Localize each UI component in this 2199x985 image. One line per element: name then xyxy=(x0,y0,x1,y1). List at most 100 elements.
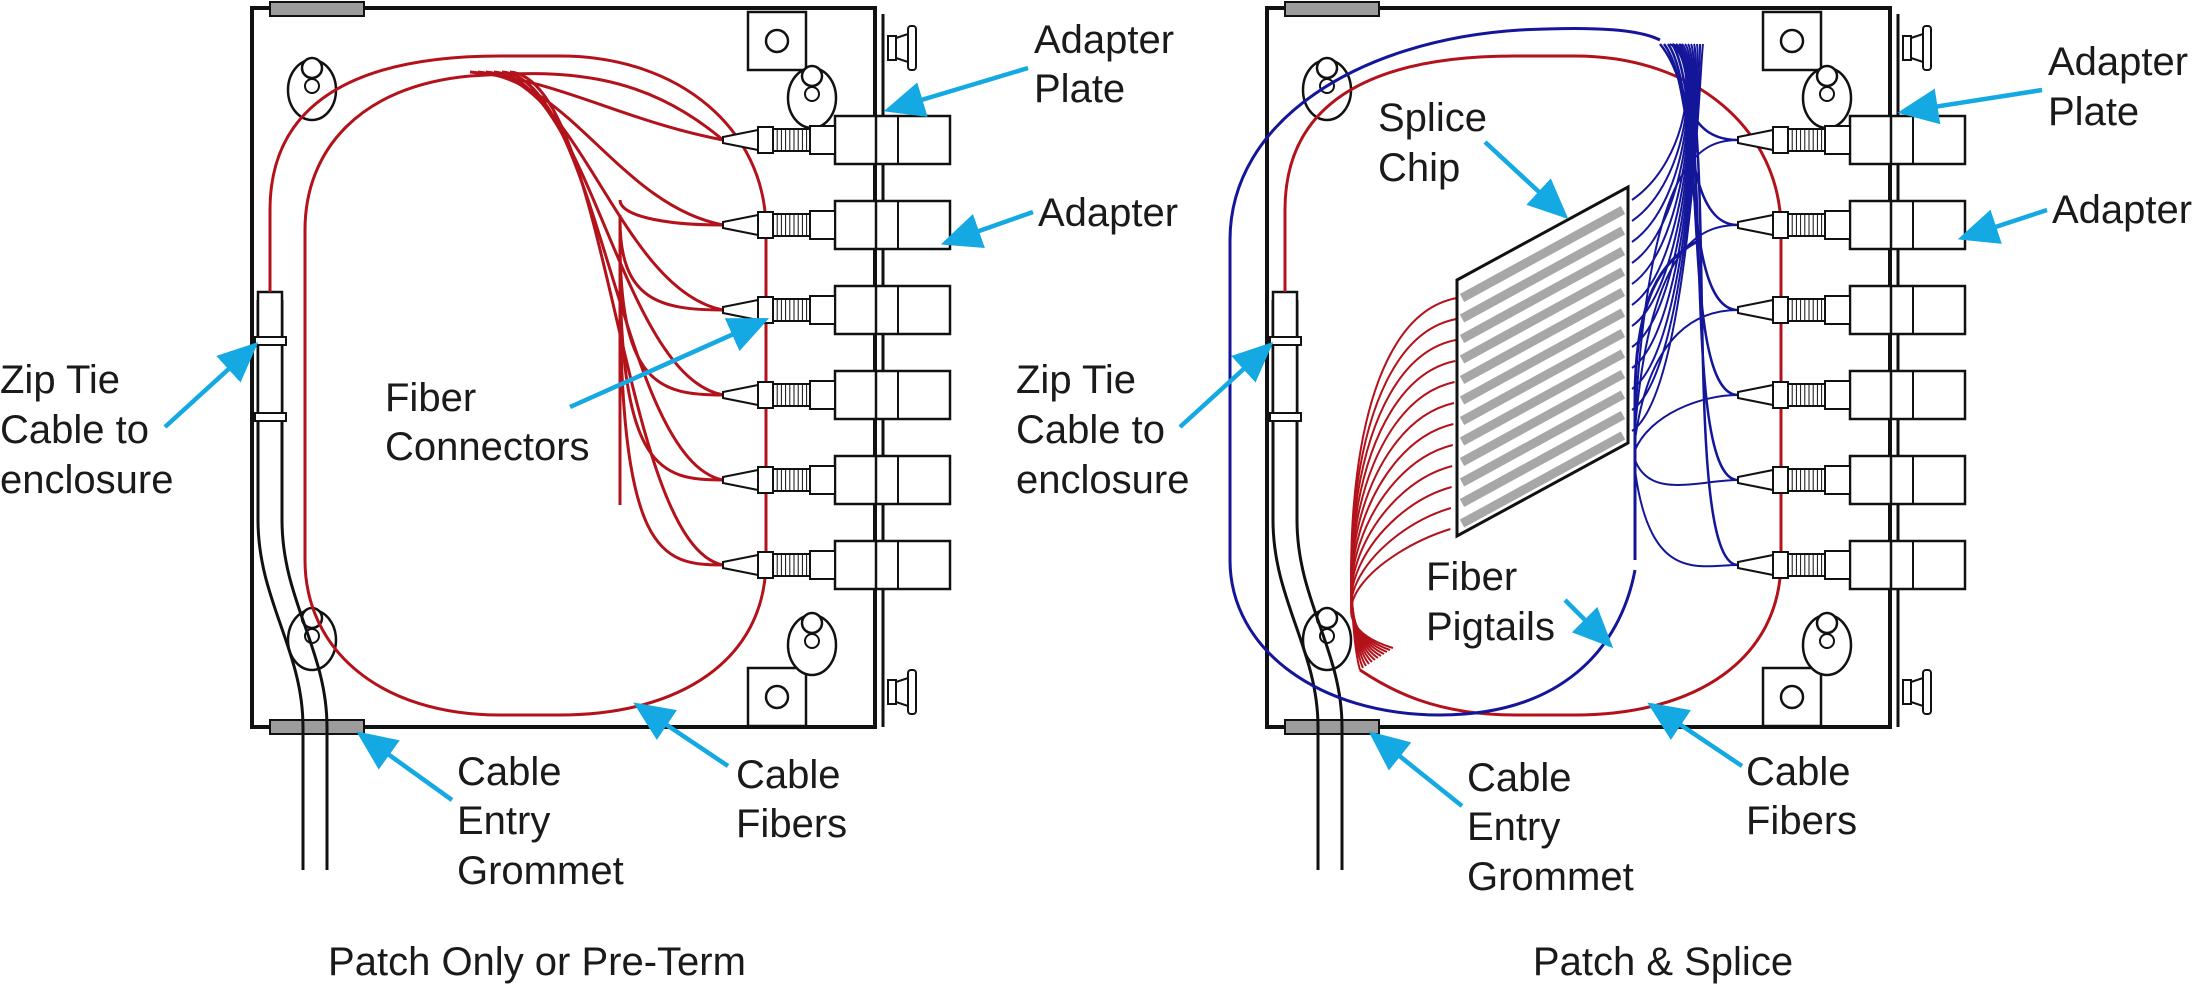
incoming-cable xyxy=(256,300,329,870)
fiber-pigtail xyxy=(1634,469,1739,568)
cable-fiber xyxy=(618,239,724,397)
connector-housing xyxy=(1824,465,1851,495)
connector-collar xyxy=(1772,381,1789,409)
fiber-pigtail xyxy=(1634,139,1739,421)
adapter xyxy=(1848,369,1967,421)
connector-body xyxy=(772,553,811,577)
connector-boot xyxy=(722,213,759,237)
zip-tie xyxy=(254,336,287,346)
connector-boot xyxy=(722,553,759,577)
splice-channel xyxy=(1459,370,1626,466)
connector-housing xyxy=(1824,125,1851,155)
keyhole-slot xyxy=(804,633,820,649)
connector-boot xyxy=(722,383,759,407)
adapter xyxy=(833,454,952,506)
connector-collar xyxy=(1772,211,1789,239)
keyhole-mount xyxy=(286,56,338,122)
connector-collar xyxy=(1772,466,1789,494)
connector-housing xyxy=(809,550,836,580)
keyhole-mount xyxy=(1801,611,1853,677)
zip-tie-block xyxy=(256,290,284,418)
mounting-hole xyxy=(1779,684,1805,710)
dust-cap-base xyxy=(1902,35,1912,61)
connector-boot xyxy=(722,298,759,322)
keyhole-slot xyxy=(1819,86,1835,102)
connector-boot xyxy=(1737,468,1774,492)
callout-arrow xyxy=(1897,87,2043,125)
zip-tie xyxy=(1269,336,1302,346)
splice-channel xyxy=(1459,288,1626,384)
adapter-row xyxy=(1737,454,1967,506)
connector-housing xyxy=(809,465,836,495)
callout-arrow xyxy=(1957,207,2048,244)
zip-tie xyxy=(254,412,287,422)
dust-cap-flange xyxy=(1922,25,1932,71)
dust-cap xyxy=(1902,25,1932,71)
callout-arrow xyxy=(356,731,454,802)
cable-fiber xyxy=(618,219,724,312)
splice-channel xyxy=(1459,390,1626,487)
dust-cap-flange xyxy=(1922,669,1932,715)
cable-jacket-edge xyxy=(256,300,305,870)
left-adapter-plate xyxy=(722,114,952,591)
dust-cap-body xyxy=(1910,32,1924,64)
connector-body xyxy=(1787,298,1826,322)
splice-channel xyxy=(1459,349,1626,446)
keyhole-top xyxy=(800,64,824,88)
cable-fiber xyxy=(501,70,724,482)
connector-housing xyxy=(809,380,836,410)
splice-channel xyxy=(1459,267,1626,364)
connector-collar xyxy=(757,211,774,239)
connector-body xyxy=(1787,468,1826,492)
adapter xyxy=(1848,114,1967,166)
adapter-row xyxy=(1737,114,1967,166)
cable-jacket-edge xyxy=(280,300,329,870)
cable-jacket-edge xyxy=(1271,300,1320,870)
keyhole-slot xyxy=(304,78,320,94)
cable-entry-grommet xyxy=(1284,719,1380,735)
keyhole-mount xyxy=(1301,606,1353,672)
zip-tie xyxy=(1269,412,1302,422)
left-arrows xyxy=(163,65,1034,802)
splice-channel xyxy=(1459,308,1626,405)
callout-arrow xyxy=(1368,731,1464,808)
cable-fiber xyxy=(618,259,724,482)
connector-body xyxy=(1787,213,1826,237)
cable-fiber xyxy=(469,70,724,142)
adapter xyxy=(833,114,952,166)
fiber-pigtail xyxy=(1631,43,1704,432)
keyhole-top xyxy=(300,56,324,80)
connector-body xyxy=(772,213,811,237)
fiber-pigtail xyxy=(1228,26,1661,241)
adapter-label: Adapter xyxy=(1038,191,1178,235)
connector-boot xyxy=(722,468,759,492)
callout-arrow xyxy=(569,317,770,410)
mounting-hole xyxy=(764,684,790,710)
connector-body xyxy=(772,128,811,152)
connector-boot xyxy=(1737,128,1774,152)
keyhole-mount xyxy=(1801,64,1853,130)
dust-cap xyxy=(1902,669,1932,715)
adapter xyxy=(833,539,952,591)
connector-collar xyxy=(1772,126,1789,154)
left-cable-fibers xyxy=(268,54,768,717)
mounting-hole xyxy=(764,28,790,54)
connector-housing xyxy=(1824,550,1851,580)
adapter-row xyxy=(722,539,952,591)
connector-collar xyxy=(757,296,774,324)
connector-boot xyxy=(1737,553,1774,577)
right-enclosure xyxy=(1265,1,1932,870)
connector-collar xyxy=(757,126,774,154)
right-arrows xyxy=(1178,87,2048,808)
connector-boot xyxy=(722,128,759,152)
keyhole-top xyxy=(1815,64,1839,88)
